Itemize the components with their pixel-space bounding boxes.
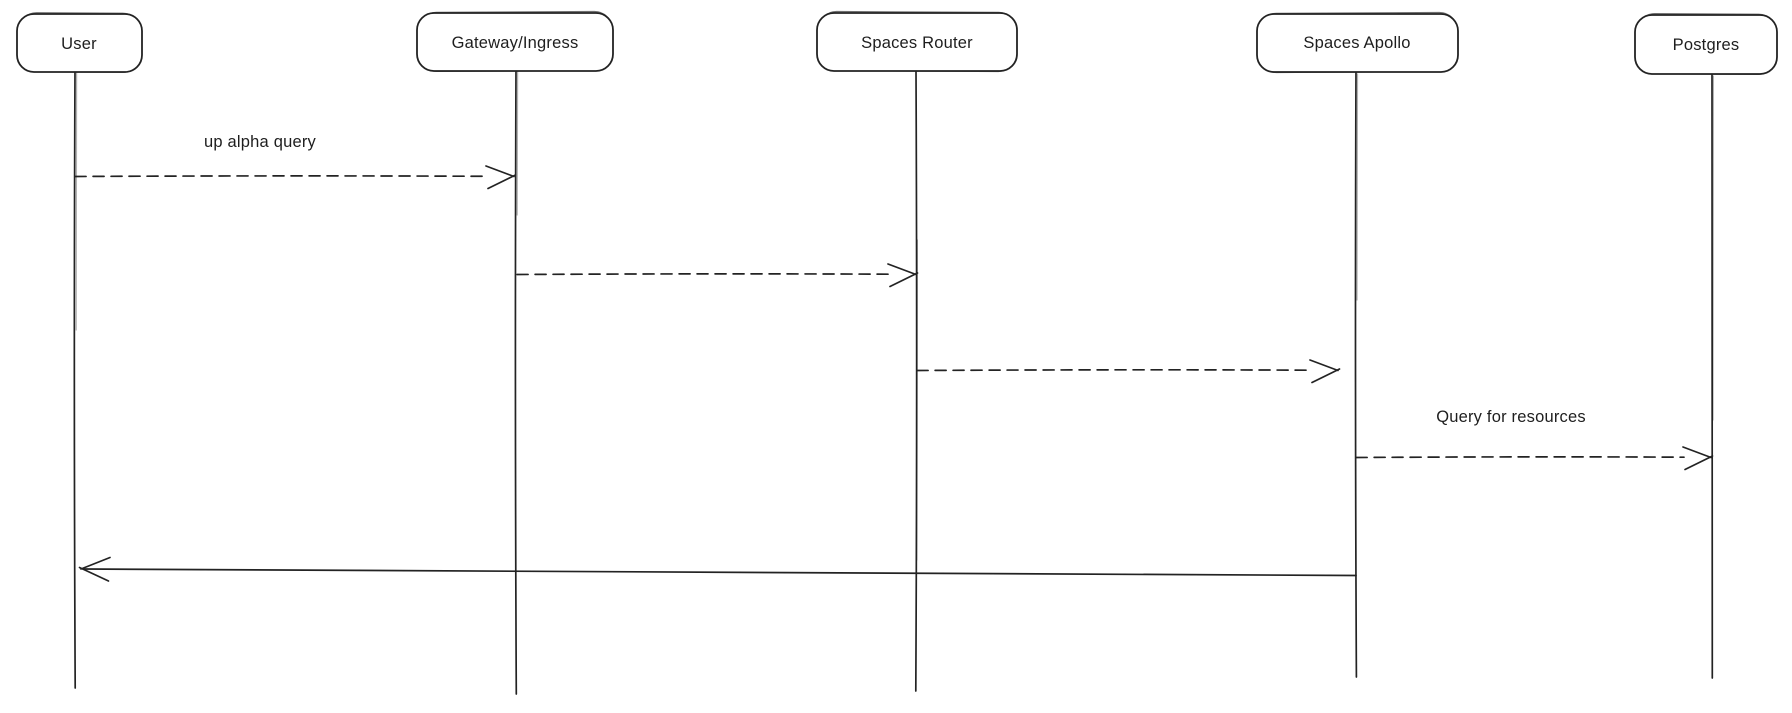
actor-spaces-apollo[interactable]: Spaces Apollo — [1256, 11, 1459, 678]
message-apollo-to-user-line — [82, 568, 1357, 577]
message-router-to-apollo-line — [916, 368, 1312, 372]
message-query-for-resources-line — [1355, 456, 1685, 459]
message-up-alpha-query[interactable]: up alpha query — [74, 133, 517, 190]
actor-spaces-router-box — [816, 12, 1018, 72]
message-up-alpha-query-label: up alpha query — [204, 133, 317, 151]
message-up-alpha-query-line — [74, 175, 487, 178]
actor-spaces-apollo-label: Spaces Apollo — [1303, 34, 1410, 52]
actor-postgres[interactable]: Postgres — [1634, 13, 1778, 679]
message-query-for-resources-label: Query for resources — [1436, 408, 1586, 426]
lifeline-user[interactable] — [73, 69, 77, 689]
actor-user-box — [16, 13, 143, 73]
message-gateway-to-router-line — [516, 273, 890, 276]
actor-spaces-router[interactable]: Spaces Router — [816, 10, 1018, 692]
lifeline-postgres[interactable] — [1710, 72, 1714, 679]
actor-gateway-ingress-label: Gateway/Ingress — [452, 34, 579, 52]
message-apollo-to-user-arrowhead — [78, 556, 111, 582]
message-up-alpha-query-arrowhead — [485, 165, 517, 190]
actor-spaces-router-label: Spaces Router — [861, 34, 973, 52]
message-query-for-resources-arrowhead — [1682, 446, 1714, 471]
lifeline-spaces-router-sketch — [916, 239, 918, 561]
lifeline-spaces-apollo-sketch — [1356, 73, 1359, 301]
actor-user-label: User — [61, 35, 97, 53]
actor-postgres-box — [1634, 14, 1778, 75]
lifeline-spaces-router[interactable] — [914, 69, 918, 692]
actor-user[interactable]: User — [16, 12, 143, 689]
message-query-for-resources[interactable]: Query for resources — [1355, 408, 1714, 471]
message-gateway-to-router-arrowhead — [887, 263, 919, 288]
lifeline-gateway-ingress[interactable] — [514, 68, 518, 695]
actor-spaces-apollo-box — [1256, 13, 1459, 73]
actor-postgres-label: Postgres — [1673, 36, 1740, 54]
message-gateway-to-router[interactable] — [516, 263, 919, 288]
lifeline-spaces-apollo[interactable] — [1354, 69, 1358, 678]
actor-gateway-ingress-box — [416, 12, 614, 72]
message-router-to-apollo-arrowhead — [1309, 359, 1341, 384]
actor-gateway-ingress[interactable]: Gateway/Ingress — [416, 10, 614, 695]
message-apollo-to-user-return[interactable] — [78, 556, 1357, 582]
message-router-to-apollo[interactable] — [916, 359, 1341, 384]
